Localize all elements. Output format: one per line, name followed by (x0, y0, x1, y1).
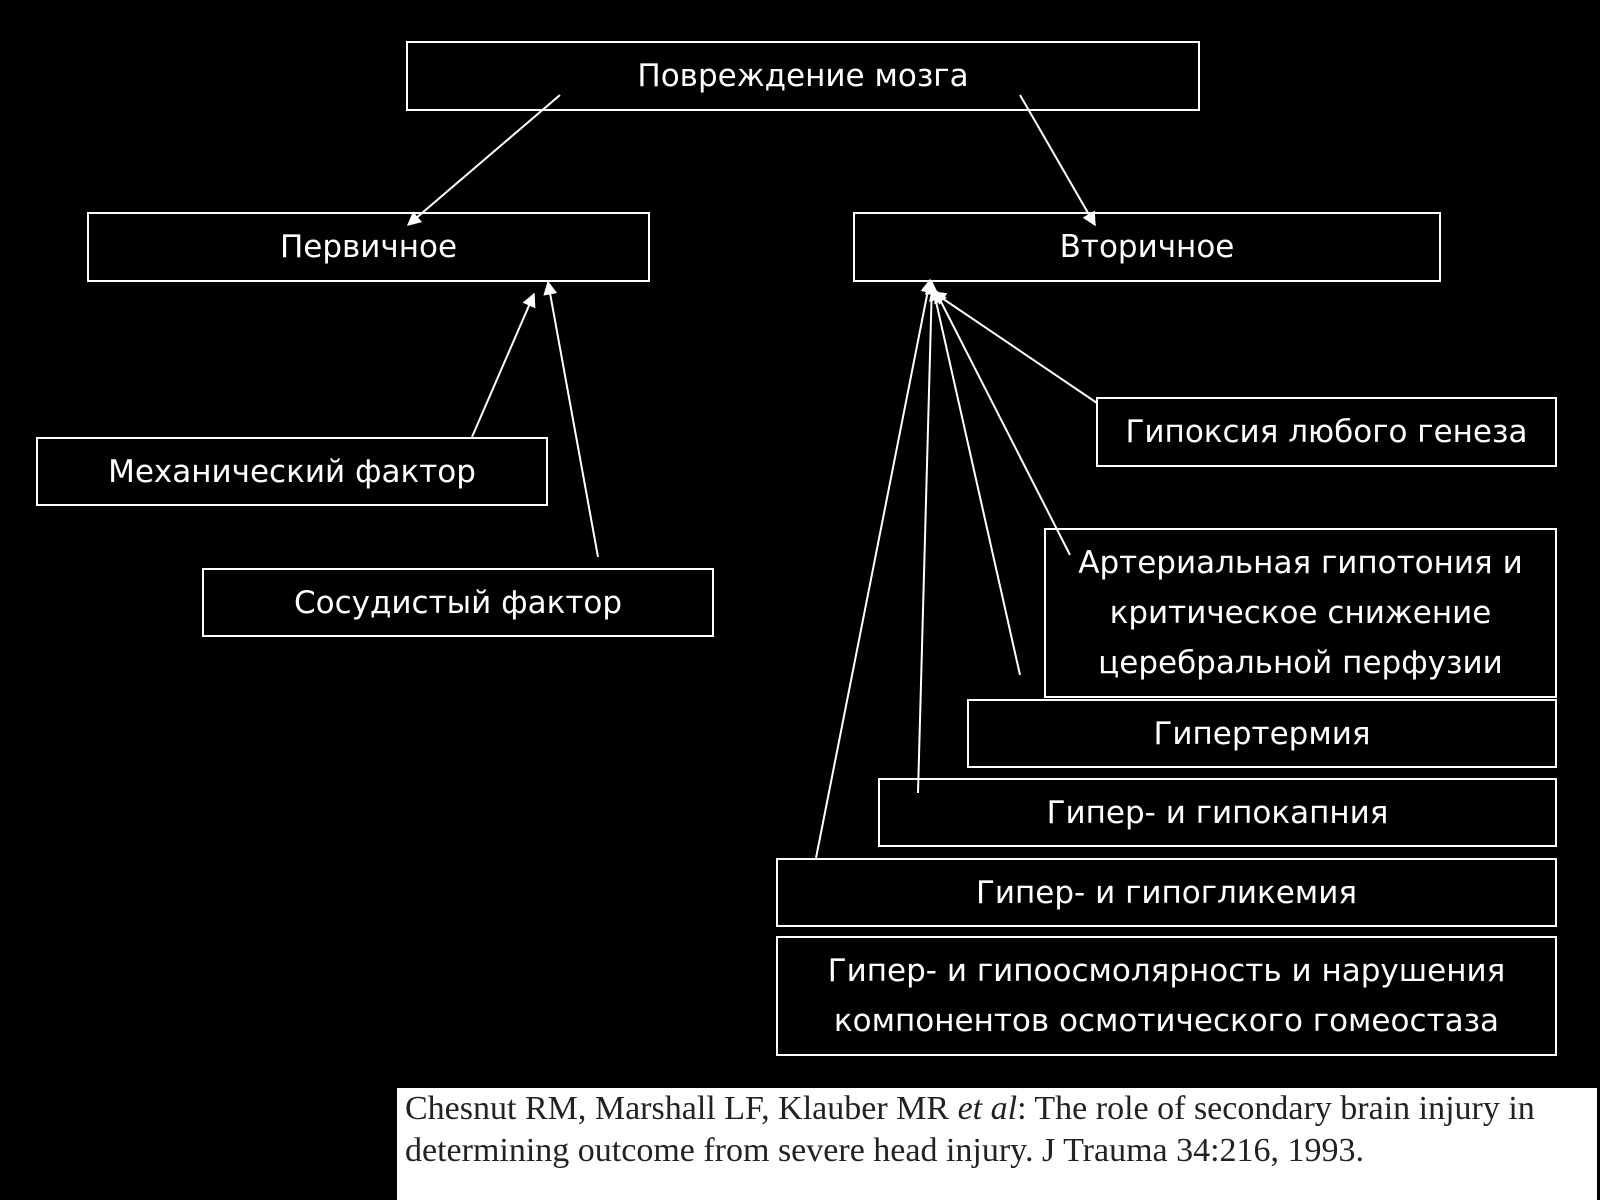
arrow-mechanical-to-primary (471, 292, 536, 438)
arrow-hyperthermia-to-secondary (928, 286, 1021, 676)
citation-text: : The role of secondary brain injury in … (405, 1090, 1535, 1169)
primary-label: Первичное (279, 229, 458, 265)
glycemia-node: Гипер- и гипогликемия (776, 858, 1557, 927)
hyperthermia-node: Гипертермия (967, 699, 1557, 768)
arrow-hypotension-to-secondary (934, 288, 1071, 556)
arrow-capnia-to-secondary (917, 280, 939, 794)
hypoxia-node: Гипоксия любого генеза (1096, 397, 1557, 467)
hyperthermia-label: Гипертермия (1153, 715, 1371, 752)
citation: Chesnut RM, Marshall LF, Klauber MR et a… (397, 1088, 1597, 1200)
root-node: Повреждение мозга (406, 41, 1200, 111)
vascular-factor-node: Сосудистый фактор (202, 568, 714, 637)
osmolarity-node: Гипер- и гипоосмолярность и нарушения ко… (776, 936, 1557, 1056)
vascular-factor-label: Сосудистый фактор (293, 584, 623, 621)
osmolarity-label: Гипер- и гипоосмолярность и нарушения ко… (827, 953, 1506, 1039)
arrow-vascular-to-primary (543, 280, 599, 558)
arrow-root-to-secondary (1019, 94, 1096, 227)
secondary-label: Вторичное (1059, 229, 1235, 265)
citation-etal: et al (957, 1090, 1018, 1127)
root-label: Повреждение мозга (637, 58, 969, 94)
capnia-node: Гипер- и гипокапния (878, 778, 1557, 847)
hypotension-label: Артериальная гипотония и критическое сни… (1078, 545, 1523, 681)
hypoxia-label: Гипоксия любого генеза (1125, 414, 1528, 450)
hypotension-node: Артериальная гипотония и критическое сни… (1044, 528, 1557, 698)
citation-authors: Chesnut RM, Marshall LF, Klauber MR (405, 1090, 958, 1127)
arrow-glycemia-to-secondary (815, 278, 935, 859)
arrow-root-to-primary (406, 94, 561, 226)
secondary-node: Вторичное (853, 212, 1441, 282)
mechanical-factor-label: Механический фактор (108, 453, 476, 490)
glycemia-label: Гипер- и гипогликемия (975, 874, 1357, 911)
capnia-label: Гипер- и гипокапния (1046, 794, 1389, 831)
arrow-hypoxia-to-secondary (931, 291, 1098, 404)
mechanical-factor-node: Механический фактор (36, 437, 548, 506)
primary-node: Первичное (87, 212, 650, 282)
